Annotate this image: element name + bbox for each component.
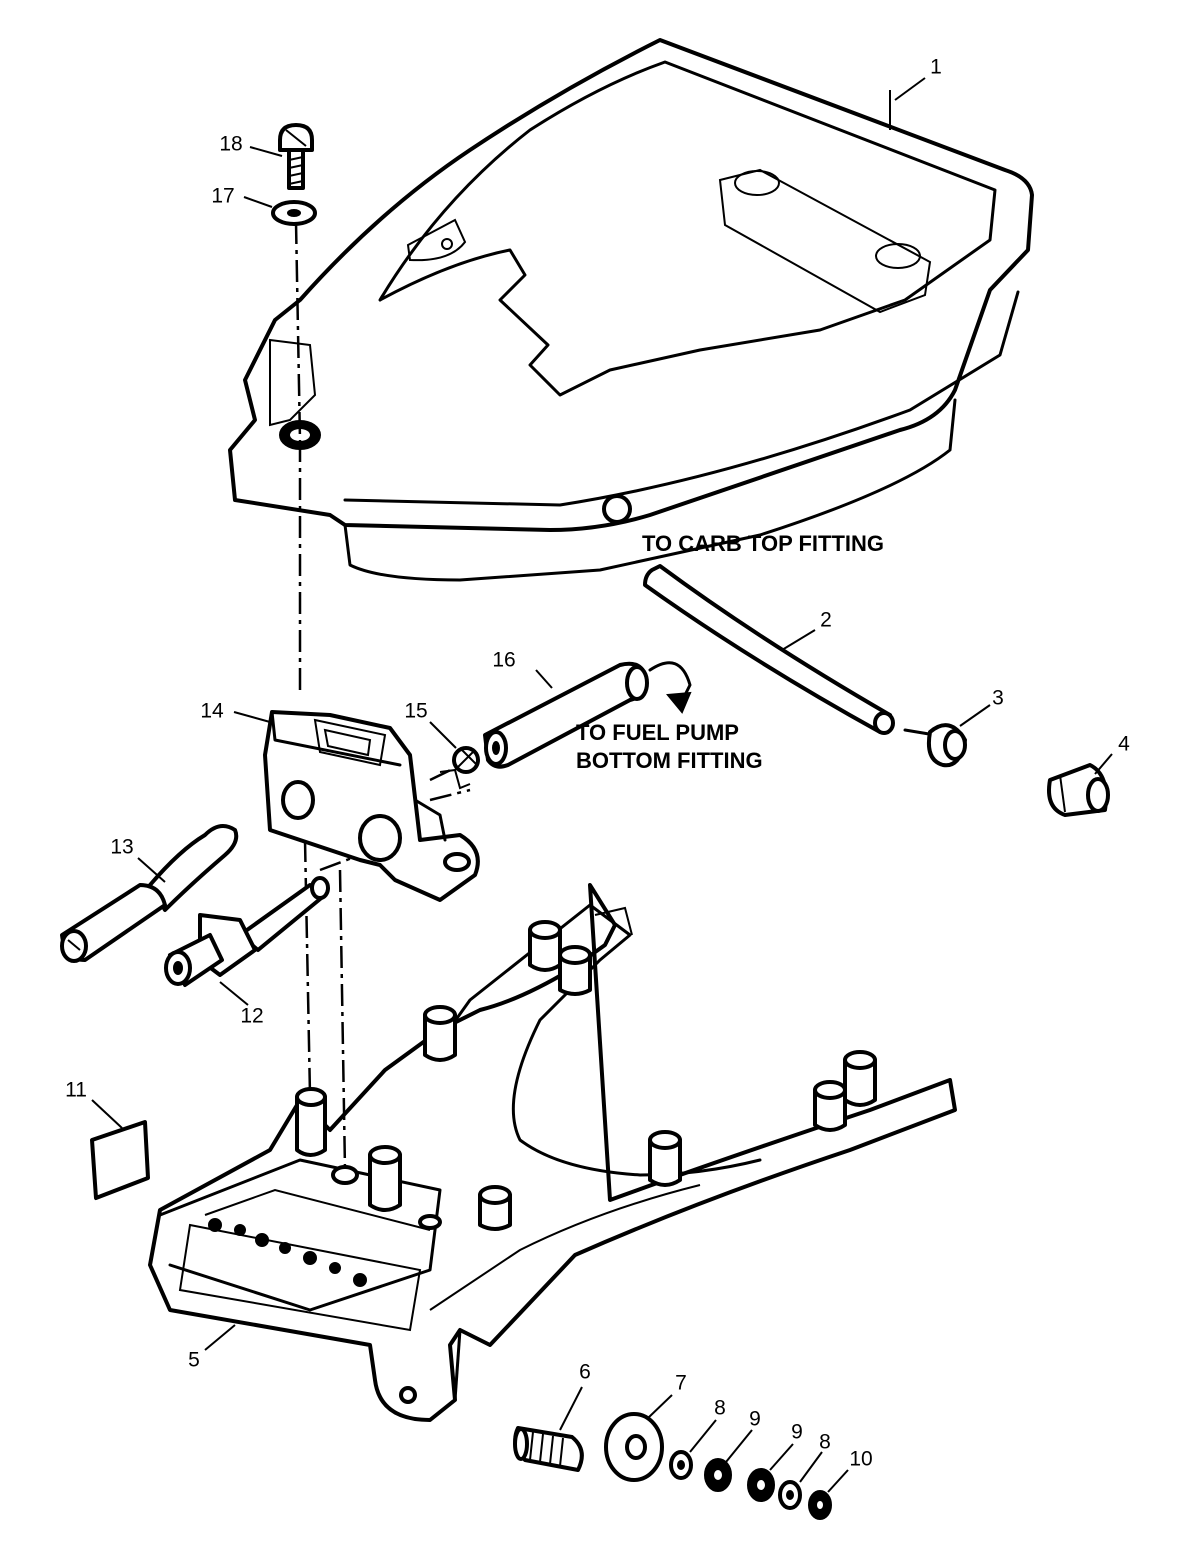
stamped-lettering [208,1218,367,1287]
callout-8b: 8 [819,1431,831,1454]
callout-8a: 8 [714,1397,726,1420]
washer-part-17 [271,200,317,226]
callout-13: 13 [110,836,133,859]
lock-washer-part-8b [778,1480,802,1510]
callout-14: 14 [200,700,224,723]
nut-part-9a [704,1458,732,1492]
fuel-hose-part-16 [483,661,649,769]
lock-washer-part-8a [669,1450,693,1480]
vent-line-part-2 [643,564,895,735]
mounting-bosses [295,920,877,1231]
washer-part-7 [604,1412,664,1482]
callout-11: 11 [65,1079,87,1102]
primer-hose-part-13 [60,824,239,963]
callout-6: 6 [579,1361,591,1384]
callout-1: 1 [930,56,942,79]
callout-16: 16 [492,649,515,672]
callout-numbers: 1 2 3 4 5 6 7 8 9 9 8 10 11 12 13 14 15 … [65,56,1130,1471]
bracket-part-14 [263,710,480,902]
callout-10: 10 [849,1448,872,1471]
callout-9b: 9 [791,1421,803,1444]
nut-part-10 [808,1490,832,1520]
note-bottom-fitting: BOTTOM FITTING [576,748,763,773]
top-cowl-part-1 [228,38,1034,582]
note-to-fuel-pump: TO FUEL PUMP [576,720,739,745]
connector-part-12 [164,876,330,987]
callout-7: 7 [675,1372,687,1395]
bottom-cowl-part-5 [148,883,957,1422]
cap-part-4 [1047,763,1110,817]
callout-9a: 9 [749,1408,761,1431]
hose-clamp-part-15 [439,746,480,790]
callout-3: 3 [992,687,1004,710]
stud-part-6 [513,1426,584,1472]
leader-lines [91,77,1113,1493]
fitting-part-3 [903,723,967,768]
screw-part-18 [278,123,314,190]
callout-5: 5 [188,1349,200,1372]
note-to-carb-top-fitting: TO CARB TOP FITTING [642,531,884,556]
callout-2: 2 [820,609,832,632]
callout-15: 15 [404,700,427,723]
to-fuel-pump-arrow [648,661,692,714]
decal-part-11 [90,1120,150,1200]
callout-18: 18 [219,133,242,156]
callout-12: 12 [240,1005,263,1028]
callout-4: 4 [1118,733,1130,756]
routing-notes: TO CARB TOP FITTING TO FUEL PUMP BOTTOM … [576,531,884,773]
callout-17: 17 [211,185,234,208]
nut-part-9b [747,1468,775,1502]
